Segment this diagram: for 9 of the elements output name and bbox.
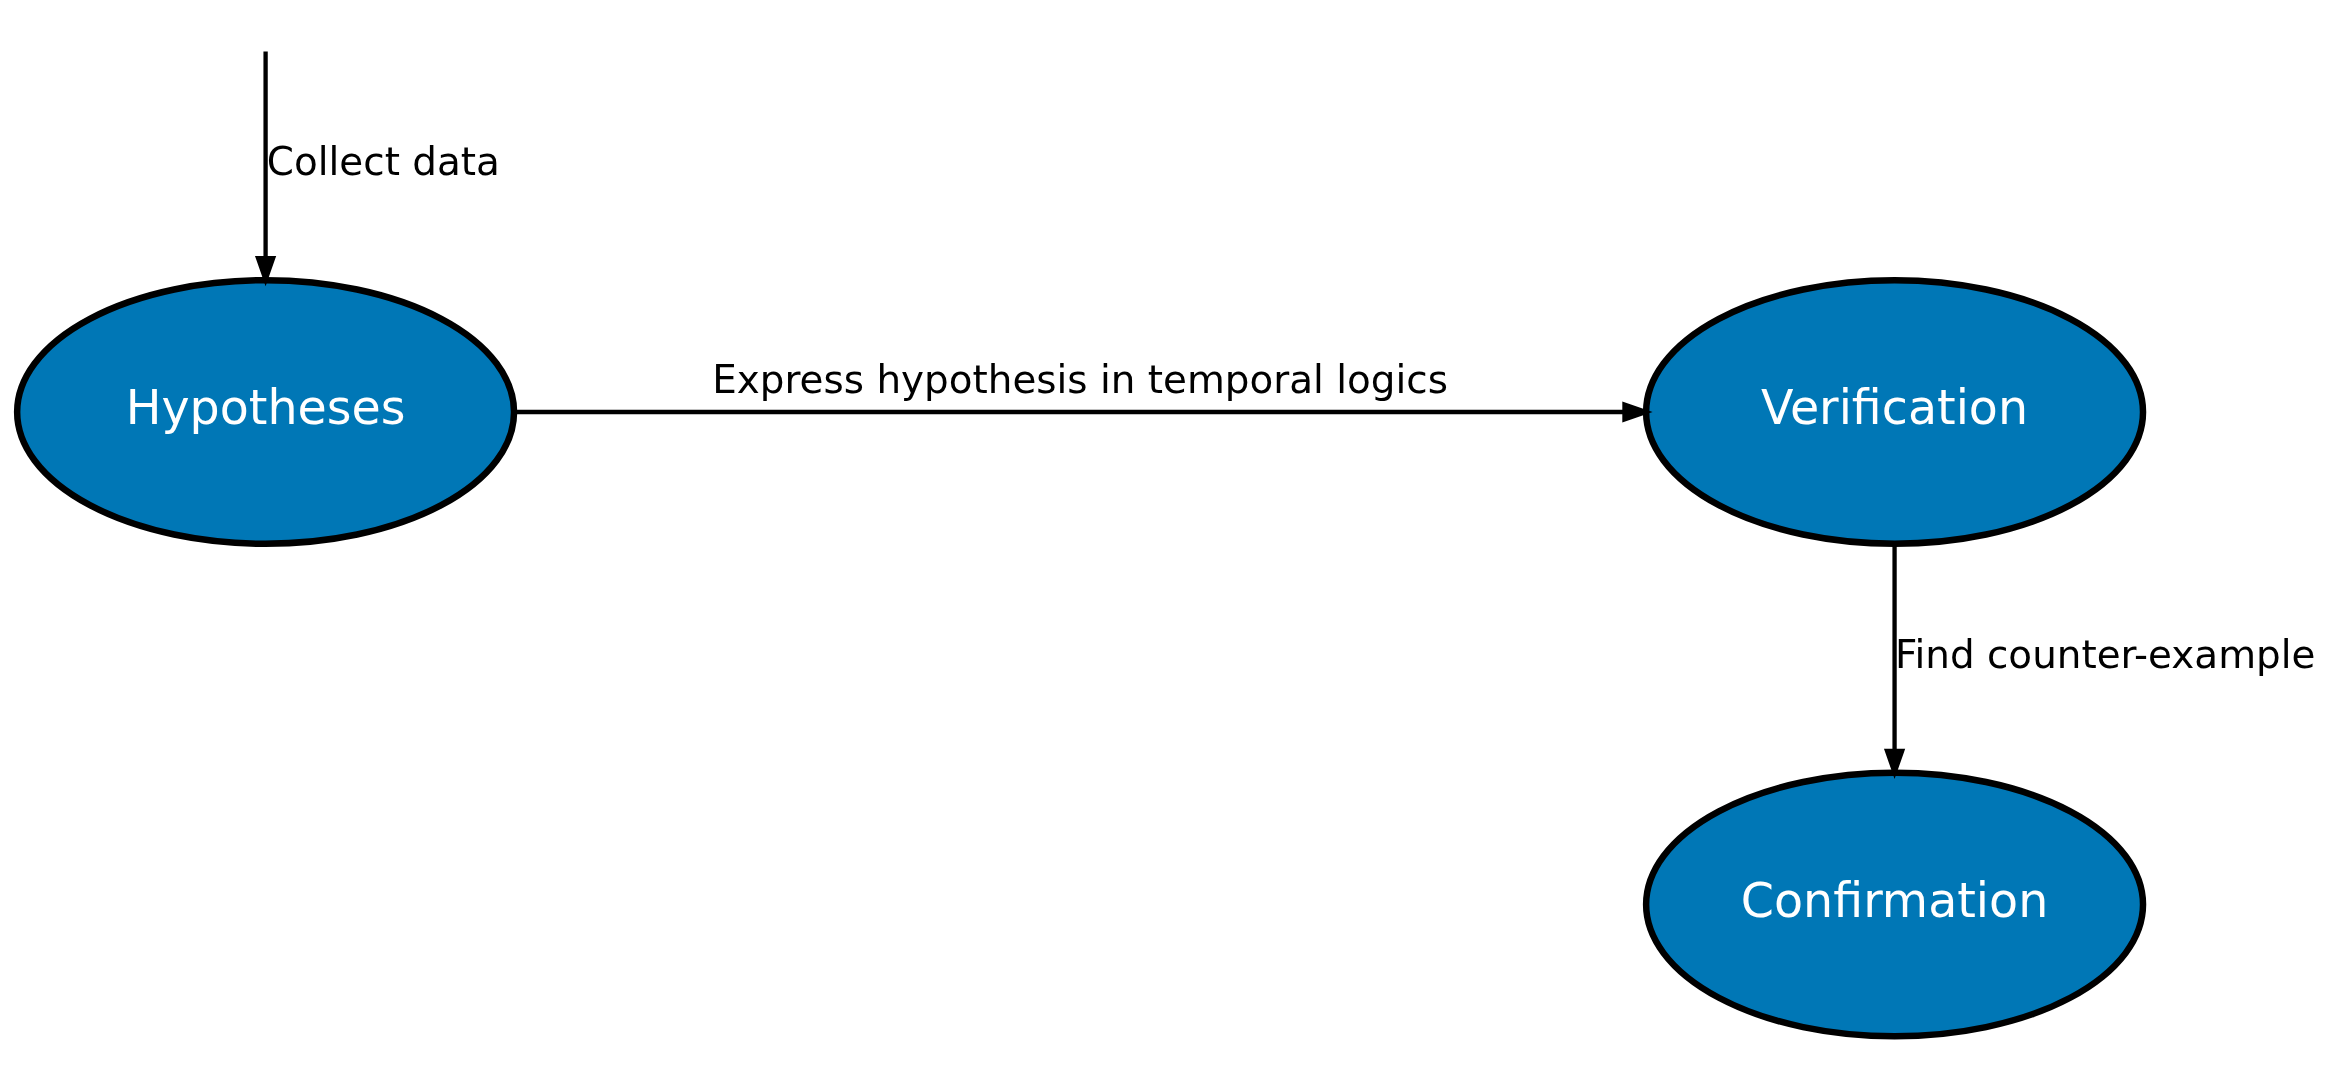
- arrow: [1883, 544, 1906, 780]
- edge-label: Collect data: [266, 139, 500, 185]
- node-ellipse: Confirmation: [1642, 769, 2147, 1040]
- arrow: [514, 401, 1653, 423]
- edge-label: Find counter-example: [1894, 631, 2316, 677]
- arrow: [255, 51, 277, 287]
- edge-label: Express hypothesis in temporal logics: [712, 357, 1448, 403]
- node-ellipse: Verification: [1642, 276, 2147, 547]
- node-ellipse: Hypotheses: [13, 276, 518, 547]
